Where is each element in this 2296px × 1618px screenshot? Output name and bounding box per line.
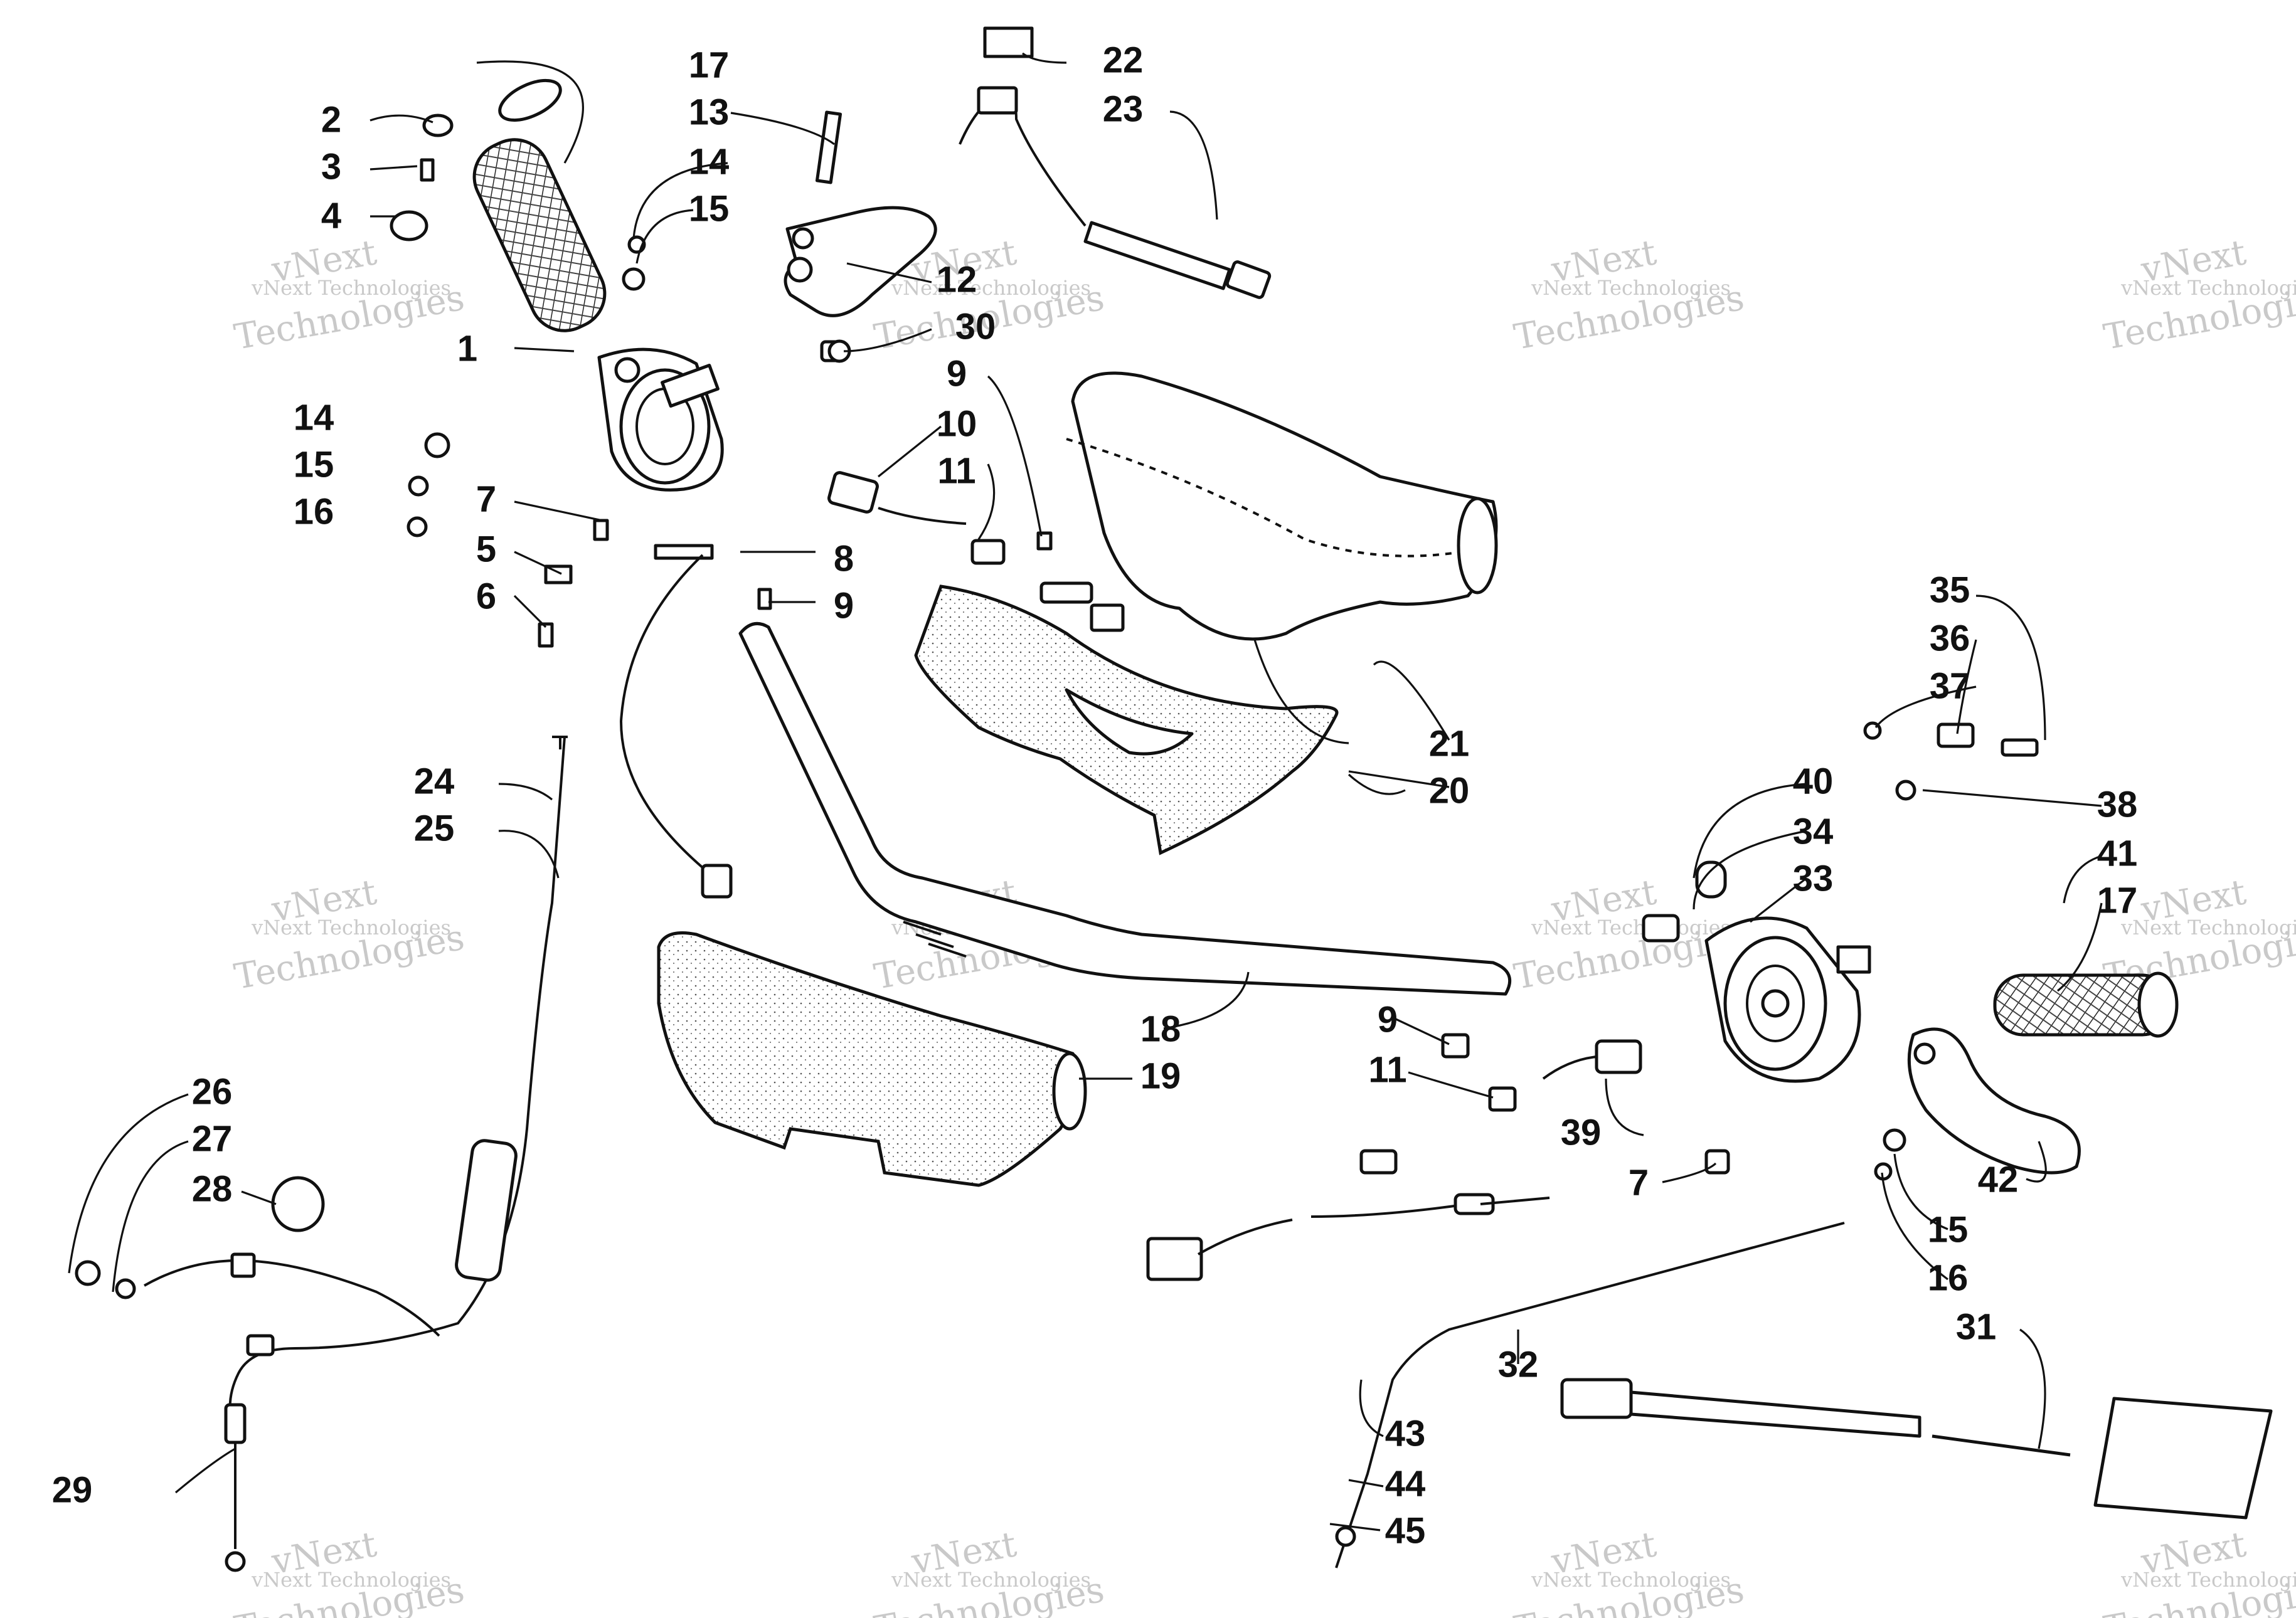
callout-11: 11 [1368, 1049, 1406, 1090]
callout-18: 18 [1140, 1008, 1181, 1049]
callout-45: 45 [1385, 1510, 1426, 1551]
callout-15: 15 [294, 444, 334, 485]
callout-33: 33 [1793, 858, 1834, 899]
callout-5: 5 [476, 529, 496, 569]
callout-13: 13 [689, 92, 730, 132]
right-grip [1993, 971, 2179, 1038]
callout-35: 35 [1930, 569, 1970, 610]
callout-28: 28 [192, 1168, 233, 1209]
watermark-line1: vNext Technologies [251, 916, 451, 939]
callout-29: 29 [52, 1469, 93, 1510]
watermark-line1: vNext Technologies [2120, 276, 2296, 300]
callout-17: 17 [2097, 880, 2138, 921]
handlebar-pad-foam [914, 584, 1339, 855]
watermark-line1: vNext Technologies [251, 1568, 451, 1592]
handlebar-pad-cover [1066, 371, 1498, 641]
callout-4: 4 [321, 195, 341, 236]
callout-40: 40 [1793, 761, 1834, 801]
throttle-lever [1907, 1027, 2081, 1175]
callout-16: 16 [1928, 1257, 1969, 1298]
callout-9: 9 [947, 353, 967, 394]
callout-42: 42 [1978, 1159, 2019, 1200]
callout-7: 7 [1629, 1162, 1649, 1203]
callout-41: 41 [2097, 833, 2138, 874]
callout-26: 26 [192, 1071, 233, 1112]
callout-14: 14 [294, 397, 334, 438]
callout-24: 24 [414, 761, 455, 801]
callout-37: 37 [1930, 665, 1970, 706]
wiring-harness [1146, 1193, 1845, 1568]
watermark-line1: vNext Technologies [1531, 276, 1731, 300]
callout-38: 38 [2097, 784, 2138, 825]
leader-lines [68, 52, 2103, 1531]
brake-lever-bracket [784, 110, 937, 317]
fasteners [390, 114, 2039, 1181]
watermark-line1: vNext Technologies [1531, 916, 1731, 939]
decal-tag [983, 26, 1034, 58]
callout-10: 10 [937, 403, 977, 444]
right-switch [1542, 1039, 1642, 1080]
throttle-cable [224, 736, 568, 1572]
callout-labels: 1234567789991011111213141415151516161717… [52, 40, 2138, 1551]
callout-15: 15 [1928, 1209, 1969, 1250]
callout-16: 16 [294, 491, 334, 532]
callout-8: 8 [834, 538, 854, 579]
callout-19: 19 [1140, 1055, 1181, 1096]
callout-9: 9 [1378, 999, 1398, 1040]
callout-2: 2 [321, 99, 341, 140]
handlebar-crossbar-pad [657, 931, 1087, 1187]
right-control-housing [1704, 916, 1871, 1083]
callout-14: 14 [689, 141, 730, 182]
watermark-line1: vNext Technologies [1531, 1568, 1731, 1592]
callout-25: 25 [414, 808, 455, 849]
callout-30: 30 [955, 306, 996, 347]
left-switch [827, 471, 967, 525]
handlebar [738, 621, 1512, 996]
watermark-line1: vNext Technologies [251, 276, 451, 300]
left-control-housing [597, 347, 724, 492]
watermark-line1: vNext Technologies [2120, 1568, 2296, 1592]
callout-32: 32 [1498, 1344, 1539, 1385]
callout-22: 22 [1103, 40, 1144, 80]
heater-cable [959, 86, 1272, 299]
callout-23: 23 [1103, 88, 1144, 129]
callout-43: 43 [1385, 1413, 1426, 1454]
callout-21: 21 [1429, 723, 1470, 764]
callout-15: 15 [689, 188, 730, 229]
callout-6: 6 [476, 576, 496, 616]
callout-3: 3 [321, 146, 341, 187]
watermark-line1: vNext Technologies [2120, 916, 2296, 939]
watermark-line1: vNext Technologies [891, 1568, 1091, 1592]
callout-17: 17 [689, 45, 730, 85]
callout-1: 1 [457, 328, 477, 369]
callout-34: 34 [1793, 811, 1834, 852]
callout-20: 20 [1429, 770, 1470, 811]
callout-11: 11 [937, 450, 975, 491]
callout-7: 7 [476, 479, 496, 519]
callout-31: 31 [1956, 1306, 1997, 1347]
heater-element [1560, 1378, 2273, 1520]
callout-27: 27 [192, 1118, 233, 1159]
callout-44: 44 [1385, 1463, 1426, 1504]
callout-39: 39 [1561, 1112, 1602, 1153]
callout-9: 9 [834, 585, 854, 626]
choke-cable [75, 1176, 440, 1337]
left-grip [472, 78, 607, 332]
callout-36: 36 [1930, 618, 1970, 658]
callout-12: 12 [937, 259, 977, 300]
